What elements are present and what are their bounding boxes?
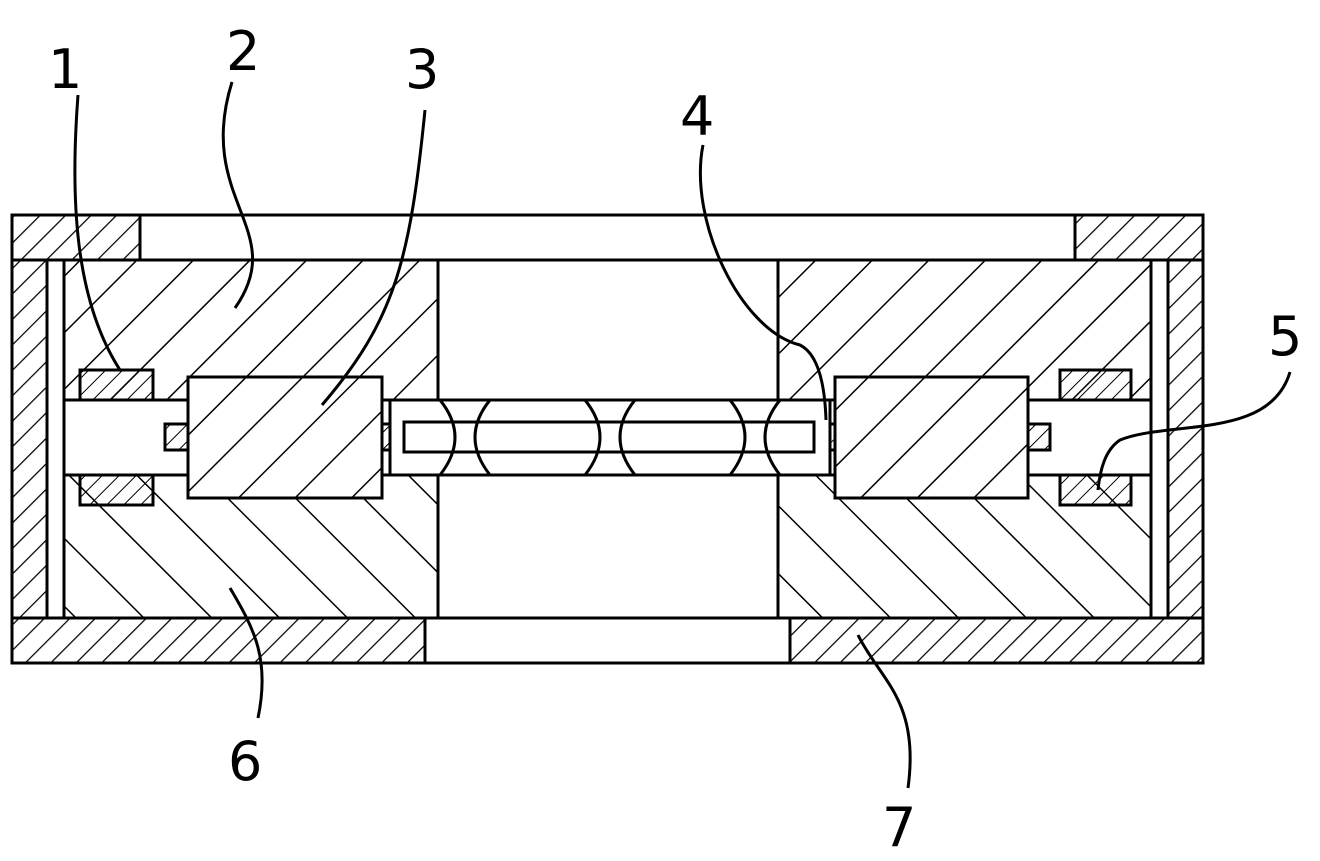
center-cavity (436, 258, 780, 620)
housing-bottom-left (10, 616, 427, 665)
label-7: 4 (680, 85, 714, 148)
pad-lower-left (78, 473, 155, 507)
pads (78, 368, 1133, 507)
label-4: 7 (882, 796, 916, 856)
housing-bottom-right (788, 616, 1205, 665)
label-6: 5 (1268, 305, 1302, 368)
leader-2 (228, 587, 264, 719)
leader-7 (698, 144, 828, 421)
upper-plate (62, 258, 1153, 402)
housing-left-wall (10, 258, 49, 620)
housing-bottom-gap (423, 616, 792, 665)
leader-3 (320, 109, 427, 406)
housing-top-gap (138, 213, 1077, 262)
leader-4 (856, 634, 912, 789)
part-labels: 1 2 3 4 5 6 7 (48, 20, 1302, 859)
housing-top-right (1073, 213, 1205, 262)
block-right (833, 375, 1030, 500)
inner-liner (45, 258, 1170, 620)
pad-upper-left (78, 368, 155, 402)
housing-right-wall (1166, 258, 1205, 620)
leader-1 (221, 81, 255, 309)
block-left (186, 375, 384, 500)
leader-lines (73, 81, 1292, 789)
main-blocks (186, 375, 1030, 500)
pad-upper-right (1058, 368, 1133, 402)
leader-6 (1096, 371, 1292, 491)
outer-housing (10, 213, 1205, 665)
center-bar (388, 398, 832, 477)
label-2: 6 (228, 730, 262, 793)
pad-lower-right (1058, 473, 1133, 507)
label-1: 2 (226, 20, 260, 83)
label-3: 3 (405, 38, 439, 101)
label-5: 1 (48, 38, 82, 101)
leader-5 (73, 94, 122, 371)
